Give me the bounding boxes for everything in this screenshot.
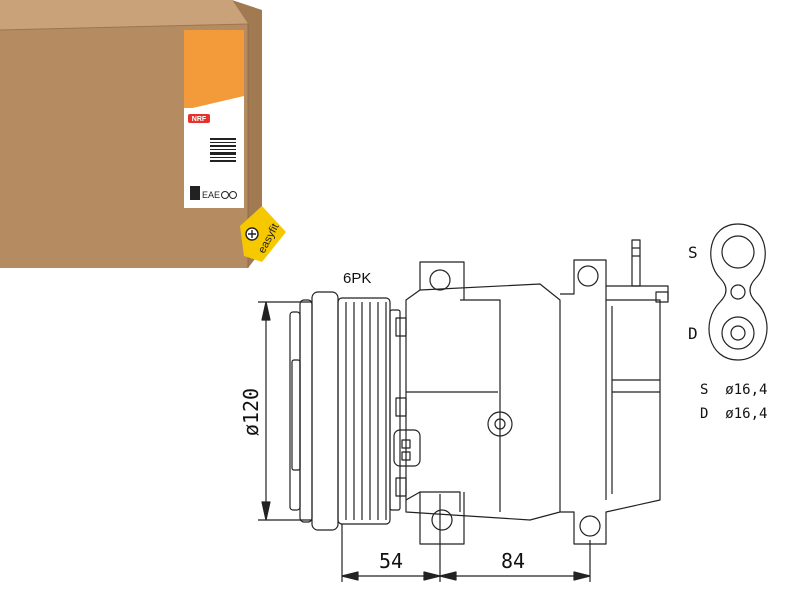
brand-text: NRF <box>192 116 207 123</box>
compressor-body <box>393 261 561 546</box>
certification-icons: EAE <box>190 186 237 200</box>
suction-spec: S ø16,4 <box>700 382 767 398</box>
suction-port-label: S <box>688 243 698 262</box>
cardboard-box: NRF EAE <box>0 0 286 268</box>
diameter-dimension <box>258 301 312 521</box>
discharge-spec: D ø16,4 <box>700 406 767 422</box>
pulley <box>289 291 391 531</box>
box-label: NRF EAE <box>184 30 244 208</box>
nrf-logo: NRF <box>188 114 210 123</box>
dimension-left-label: 54 <box>379 549 403 573</box>
dimension-right-label: 84 <box>501 549 525 573</box>
box-side-face <box>232 0 262 268</box>
box-top-face <box>0 0 248 30</box>
suction-port <box>721 235 755 269</box>
svg-text:EAE: EAE <box>202 190 220 200</box>
clutch-hub <box>389 309 407 511</box>
connector-icon <box>393 429 421 467</box>
port-flange <box>708 223 768 361</box>
diameter-label: ø120 <box>239 388 263 436</box>
length-dimensions <box>341 524 591 582</box>
pulley-grooves <box>345 302 387 520</box>
barcode-icon <box>208 134 238 162</box>
compressor-drawing <box>258 223 768 582</box>
discharge-port <box>721 316 755 350</box>
belt-type-label: 6PK <box>343 270 371 287</box>
discharge-port-label: D <box>688 324 698 343</box>
rear-housing <box>560 239 669 545</box>
